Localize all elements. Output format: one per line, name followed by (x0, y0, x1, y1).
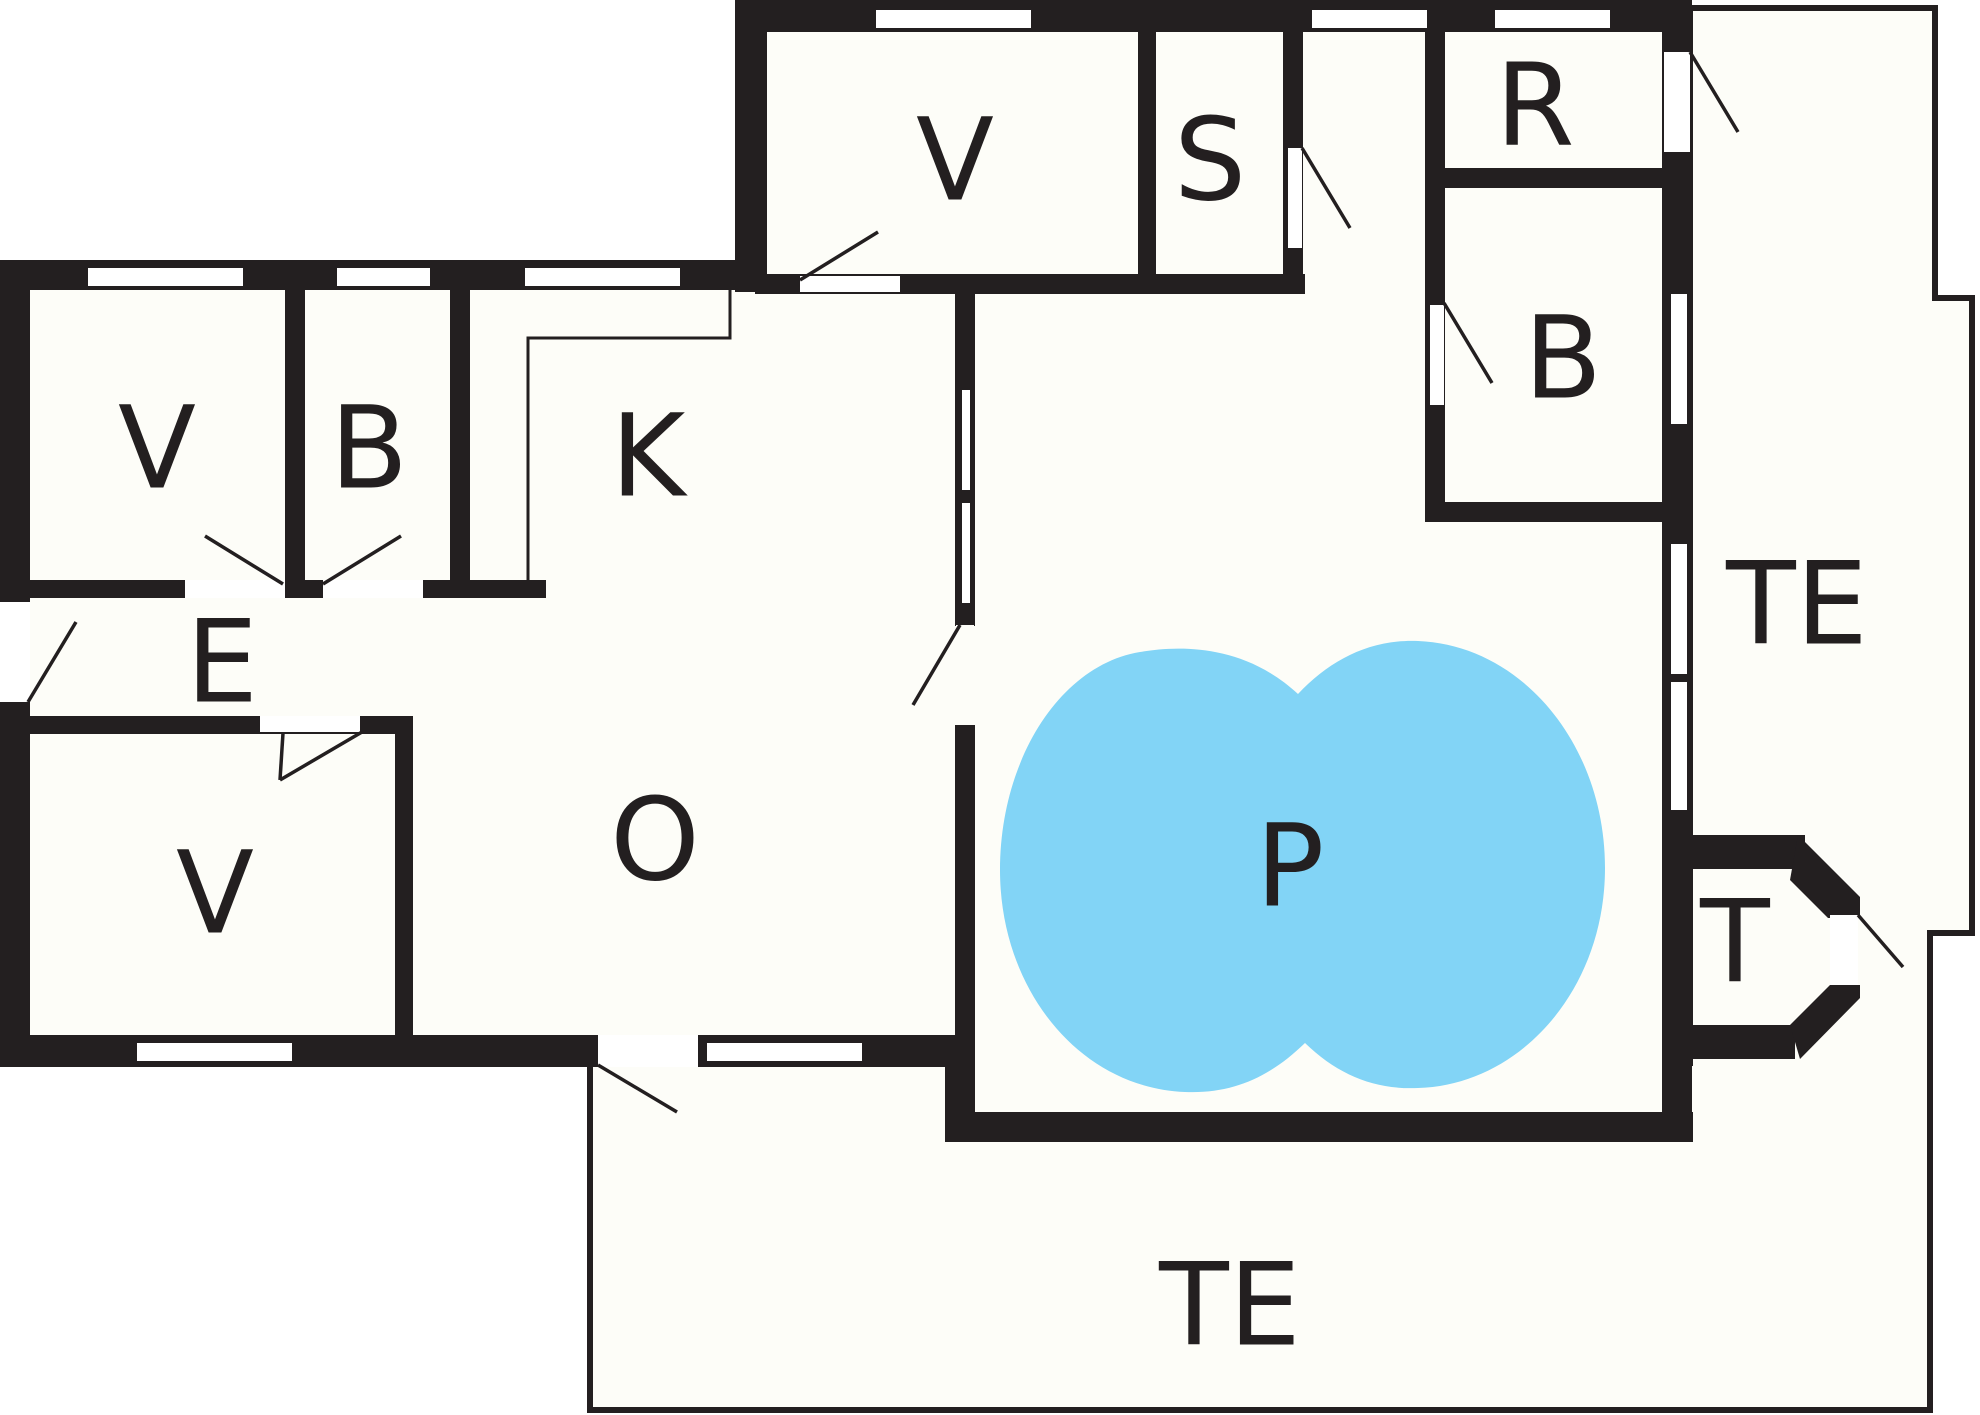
room-label-s: S (1174, 94, 1246, 227)
room-label-te-right: TE (1725, 538, 1868, 671)
room-label-b-right: B (1524, 292, 1602, 425)
window (88, 268, 243, 286)
room-label-e: E (186, 596, 258, 729)
room-label-p: P (1256, 800, 1325, 933)
room-labels: V S R V B K B TE E O P T V TE (118, 39, 1868, 1372)
room-label-b-left: B (330, 382, 408, 515)
windows (88, 10, 1687, 1061)
door-openings (0, 52, 1858, 1067)
window (962, 503, 970, 603)
window (876, 10, 1031, 28)
room-label-v-top: V (916, 94, 994, 227)
room-label-r: R (1495, 39, 1574, 172)
room-label-te-bottom: TE (1158, 1239, 1301, 1372)
pool-shape (1000, 640, 1605, 1093)
window (1671, 544, 1687, 674)
window (337, 268, 430, 286)
room-label-t: T (1699, 876, 1770, 1009)
window (1312, 10, 1427, 28)
window (1671, 682, 1687, 810)
window (525, 268, 680, 286)
window (1495, 10, 1610, 28)
room-label-v-left: V (118, 382, 196, 515)
door-swings (26, 51, 1905, 1114)
room-label-k: K (611, 390, 689, 523)
window (962, 390, 970, 490)
window (137, 1043, 292, 1061)
room-label-v-bottom: V (176, 827, 254, 960)
window (1671, 294, 1687, 424)
room-label-o: O (610, 774, 700, 907)
window (707, 1043, 862, 1061)
kitchen-counter-outline (526, 290, 732, 580)
